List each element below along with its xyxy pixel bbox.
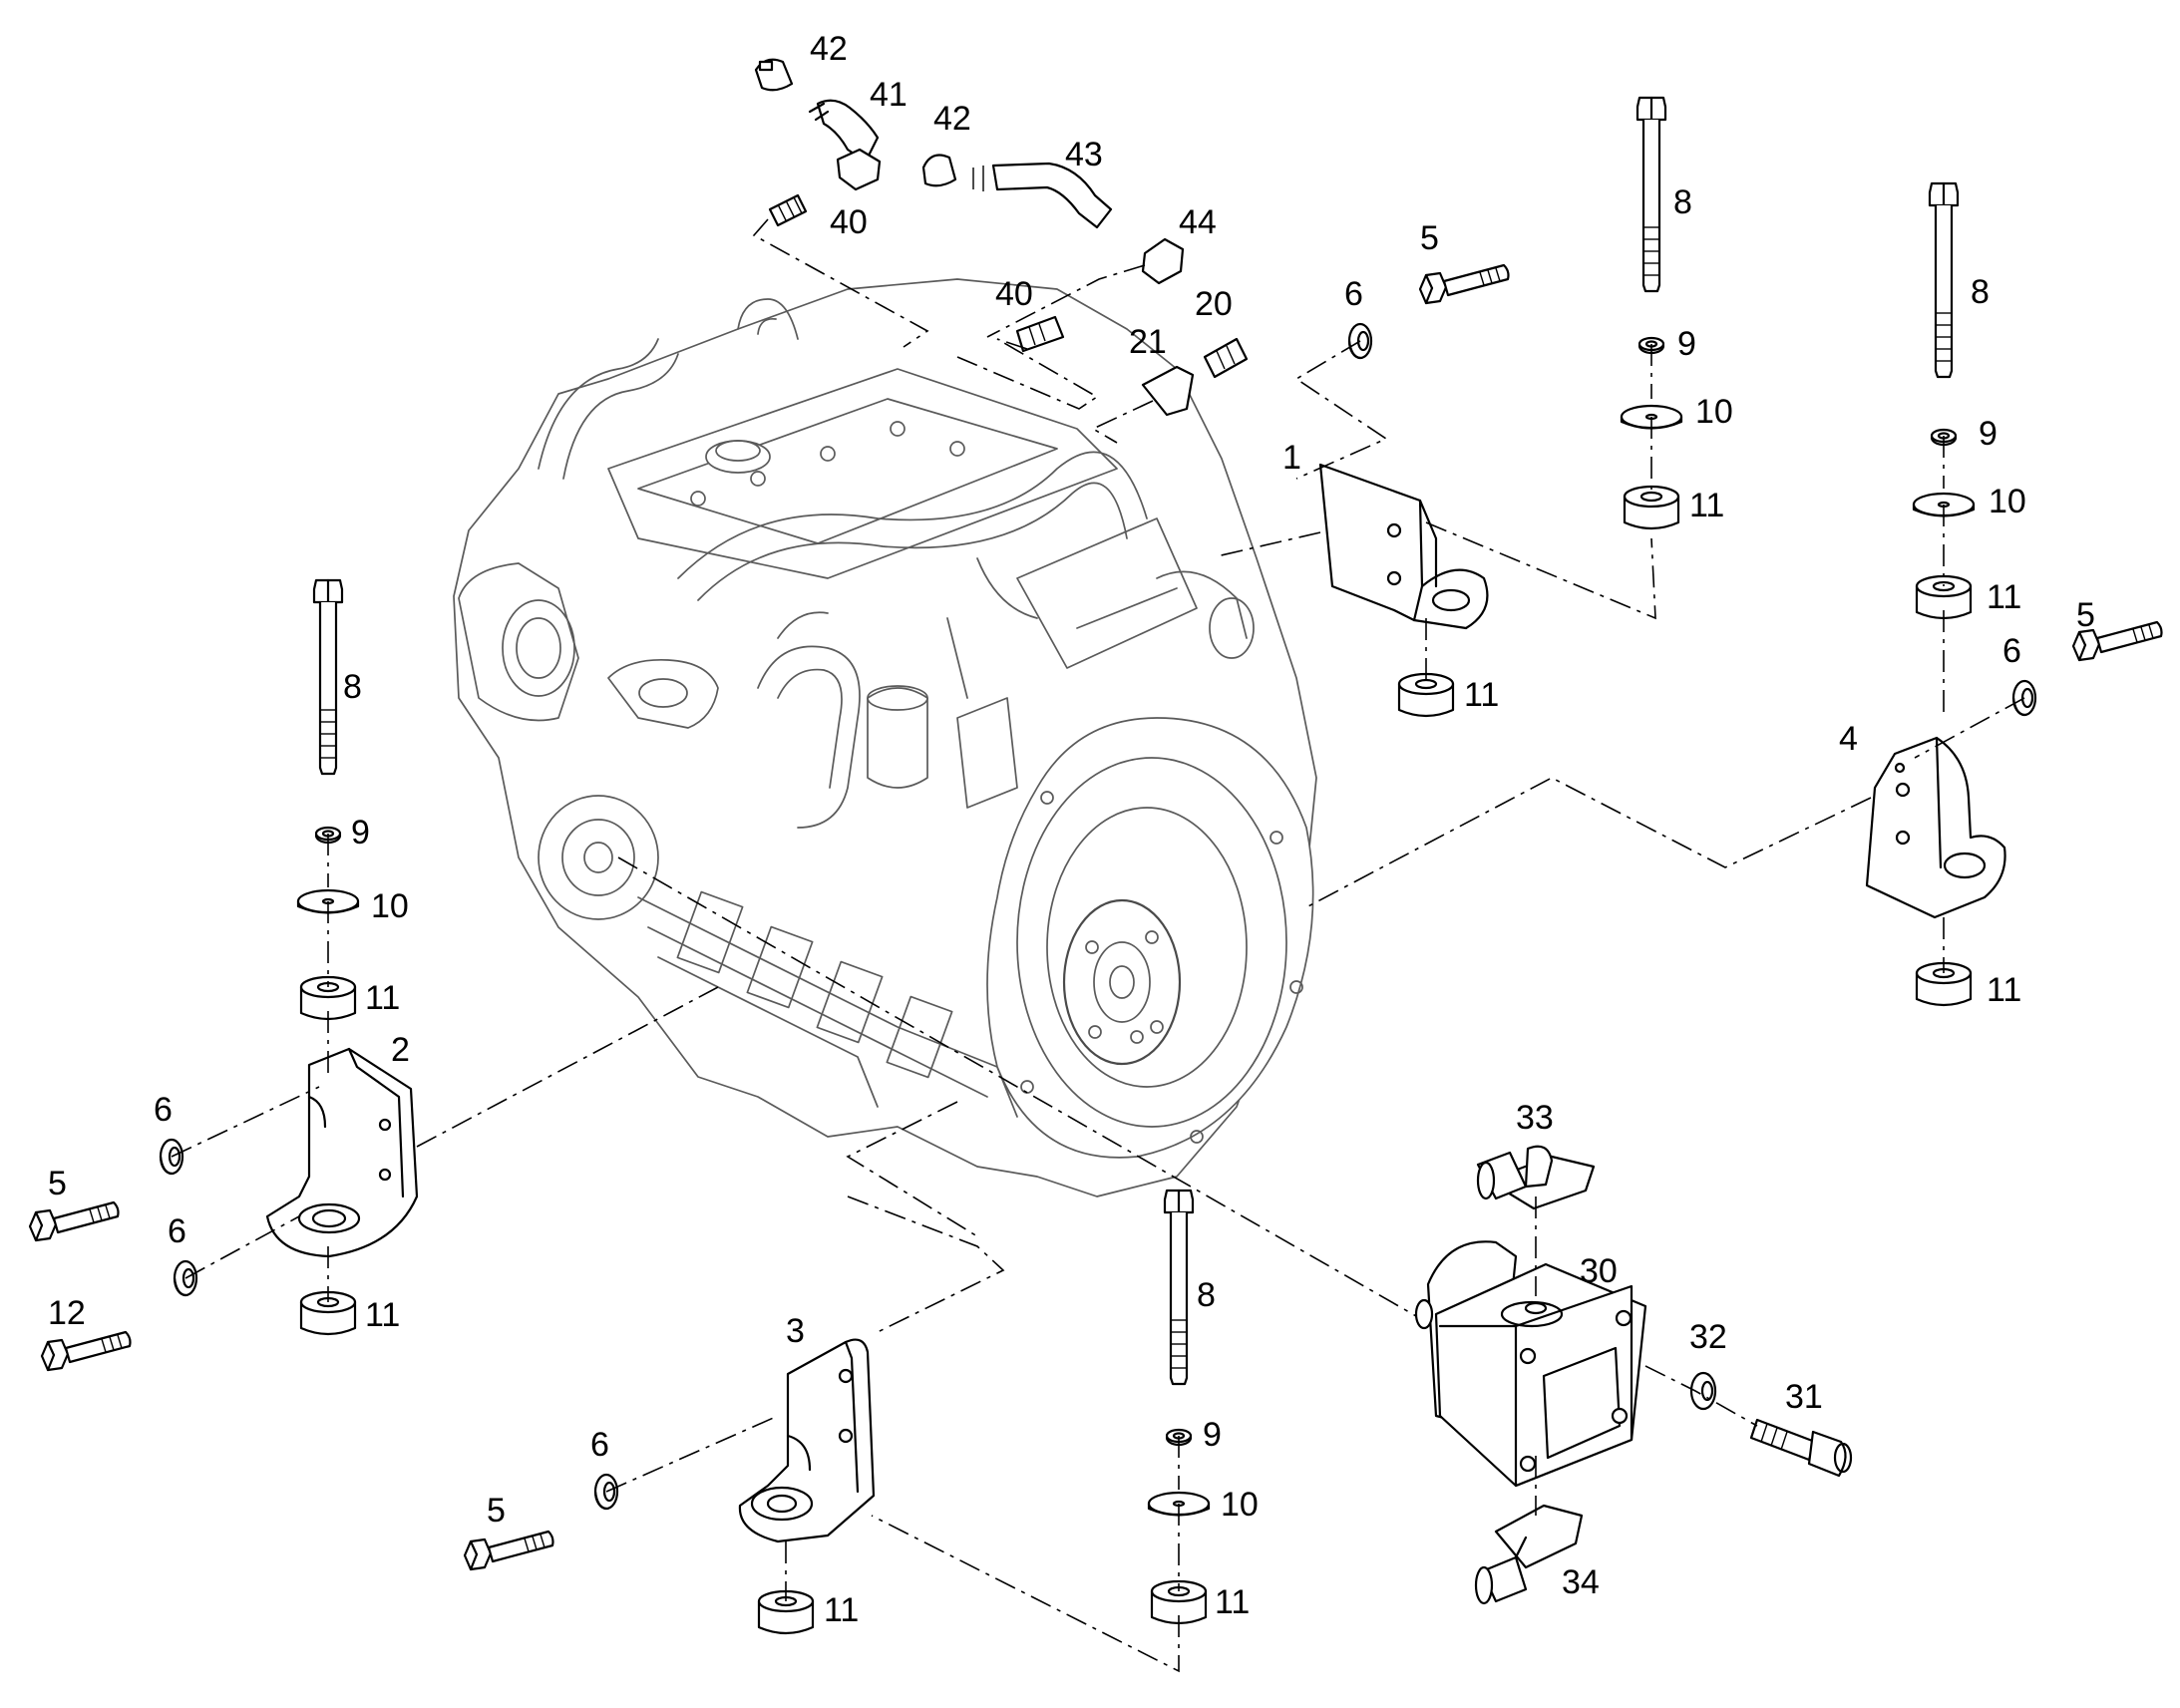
fitting-34 [1474,1504,1584,1605]
callout-5: 5 [487,1492,506,1530]
callout-8: 8 [1971,273,1990,311]
washer-32 [1689,1371,1717,1411]
fitting-33 [1476,1145,1596,1210]
callout-11: 11 [1689,487,1724,524]
callout-5: 5 [48,1165,67,1202]
bolt-5-c [28,1200,120,1242]
callout-1: 1 [1282,439,1301,477]
bushing-11-e [1397,672,1455,718]
callout-11: 11 [1215,1583,1250,1621]
bushing-11-a [1623,485,1680,530]
callout-10: 10 [1221,1486,1259,1524]
callout-8: 8 [343,668,362,706]
bolt-12 [40,1330,132,1372]
callout-labels: 42 41 42 43 40 44 40 20 21 6 5 1 11 8 9 … [48,30,2095,1629]
bolt-5-a [1418,263,1510,305]
callout-6: 6 [1344,275,1363,313]
bolt-5-d [463,1530,554,1571]
callout-11: 11 [824,1591,859,1629]
callout-32: 32 [1689,1318,1727,1356]
callout-3: 3 [786,1312,805,1350]
cap-screw-31 [1749,1418,1853,1478]
callout-6: 6 [590,1426,609,1464]
bolt-8-b [1928,181,1960,379]
callout-30: 30 [1580,1252,1618,1290]
callout-6: 6 [2002,632,2021,670]
bracket-1 [1318,463,1489,630]
callout-10: 10 [371,887,409,925]
callout-11: 11 [1987,971,2021,1009]
callout-9: 9 [351,814,370,852]
hydraulic-pump-30 [1414,1240,1647,1488]
callout-12: 12 [48,1294,86,1332]
callout-44: 44 [1179,203,1217,241]
callout-10: 10 [1989,483,2026,520]
callout-8: 8 [1197,1276,1216,1314]
callout-43: 43 [1065,136,1103,173]
callout-40: 40 [830,203,868,241]
callout-20: 20 [1195,285,1233,323]
callout-8: 8 [1673,183,1692,221]
hose-assembly-41 [754,58,1249,417]
callout-6: 6 [168,1212,186,1250]
bracket-2 [265,1047,419,1258]
bolt-8-d [1163,1189,1195,1386]
bracket-4 [1865,736,2006,919]
callout-9: 9 [1677,325,1696,363]
callout-41: 41 [870,76,908,114]
callout-4: 4 [1839,720,1858,758]
callout-11: 11 [1464,676,1499,714]
callout-5: 5 [1420,219,1439,257]
callout-5: 5 [2076,596,2095,634]
callout-11: 11 [365,979,400,1017]
callout-6: 6 [154,1091,173,1129]
callout-42: 42 [810,30,848,68]
callout-31: 31 [1785,1378,1823,1416]
bolt-8-a [1635,96,1667,293]
callout-42: 42 [933,100,971,138]
callout-2: 2 [391,1031,410,1069]
callout-40: 40 [995,275,1033,313]
callout-11: 11 [1987,578,2021,616]
callout-11: 11 [365,1296,400,1334]
callout-9: 9 [1979,415,1998,453]
bracket-3 [738,1338,876,1543]
callout-33: 33 [1516,1099,1554,1137]
callout-21: 21 [1129,323,1167,361]
bolt-8-c [312,578,344,776]
leader-lines [171,218,2025,1673]
callout-10: 10 [1695,393,1733,431]
callout-9: 9 [1203,1416,1222,1454]
callout-34: 34 [1562,1563,1600,1601]
engine-block [453,278,1317,1197]
